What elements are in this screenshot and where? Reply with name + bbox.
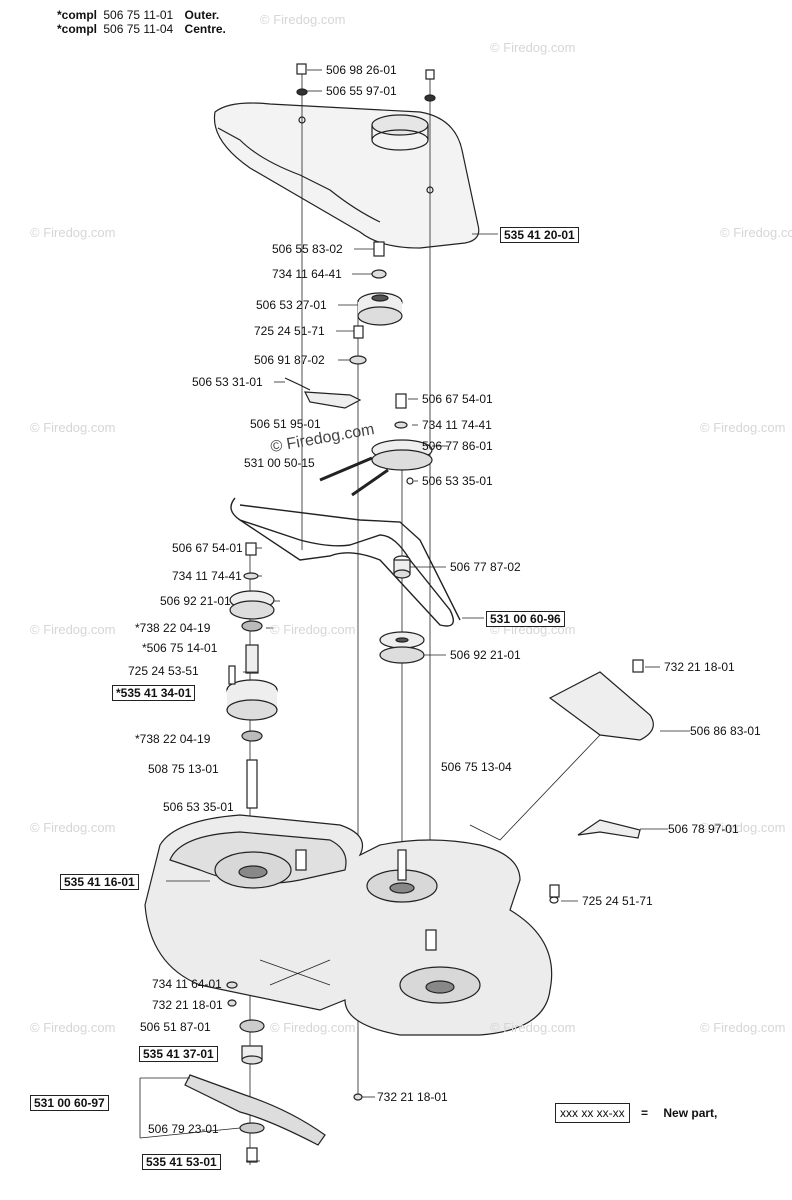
side-bolt <box>549 884 560 904</box>
part-label-new: 535 41 53-01 <box>142 1154 221 1170</box>
part-label: 506 67 54-01 <box>172 541 243 555</box>
part-label: 506 53 35-01 <box>163 800 234 814</box>
watermark: © Firedog.com <box>700 420 786 435</box>
part-label: 725 24 51-71 <box>254 324 325 338</box>
watermark: © Firedog.com <box>720 225 792 240</box>
part-label: 734 11 64-01 <box>152 977 222 991</box>
legend-equals: = <box>641 1106 649 1120</box>
watermark: © Firedog.com <box>270 1020 356 1035</box>
part-label: 506 77 86-01 <box>422 439 493 453</box>
part-label: 506 75 13-04 <box>441 760 512 774</box>
header-description: Centre. <box>184 22 226 36</box>
part-label: 506 91 87-02 <box>254 353 325 367</box>
part-label: 506 92 21-01 <box>450 648 521 662</box>
part-label: 732 21 18-01 <box>152 998 223 1012</box>
header-part-number: 506 75 11-01 <box>103 8 174 22</box>
leader-lines <box>139 69 690 1162</box>
watermark: © Firedog.com <box>270 622 356 637</box>
part-label: 734 11 64-41 <box>272 267 342 281</box>
watermark: © Firedog.com <box>30 622 116 637</box>
part-label: 732 21 18-01 <box>377 1090 448 1104</box>
part-label: 531 00 50-15 <box>244 456 315 470</box>
part-label: 506 86 83-01 <box>690 724 761 738</box>
part-label: 506 51 87-01 <box>140 1020 211 1034</box>
left-spindle-stack <box>226 542 278 809</box>
part-label: 506 77 87-02 <box>450 560 521 574</box>
part-label-new: *535 41 34-01 <box>112 685 196 701</box>
part-label: 734 11 74-41 <box>172 569 242 583</box>
part-label-new: 531 00 60-97 <box>30 1095 109 1111</box>
part-label: 506 78 97-01 <box>668 822 739 836</box>
part-label: 506 51 95-01 <box>250 417 321 431</box>
part-label: 506 53 35-01 <box>422 474 493 488</box>
part-label: 506 55 97-01 <box>326 84 397 98</box>
watermark: © Firedog.com <box>30 820 116 835</box>
top-bolts <box>296 63 436 102</box>
watermark: © Firedog.com <box>700 820 786 835</box>
mower-deck <box>144 814 553 1036</box>
header-prefix: *compl <box>57 22 98 36</box>
part-label: 732 21 18-01 <box>664 660 735 674</box>
part-label: *738 22 04-19 <box>135 621 211 635</box>
top-cover <box>213 102 480 249</box>
part-label: 725 24 53-51 <box>128 664 199 678</box>
idler-stack <box>284 241 403 409</box>
right-pulley <box>379 631 425 664</box>
part-label: 506 53 27-01 <box>256 298 327 312</box>
part-label: 506 55 83-02 <box>272 242 343 256</box>
legend-text: New part, <box>663 1106 718 1120</box>
header-line-2: *compl 506 75 11-04 Centre. <box>57 22 226 36</box>
legend-box: xxx xx xx-xx <box>555 1103 630 1123</box>
header-part-number: 506 75 11-04 <box>103 22 174 36</box>
centre-pulley <box>319 393 433 497</box>
part-label-new: 535 41 37-01 <box>139 1046 218 1062</box>
watermark: © Firedog.com <box>30 420 116 435</box>
part-label: 725 24 51-71 <box>582 894 653 908</box>
part-label-new: 535 41 20-01 <box>500 227 579 243</box>
part-label: 506 53 31-01 <box>192 375 263 389</box>
part-label: 508 75 13-01 <box>148 762 219 776</box>
part-label: 734 11 74-41 <box>422 418 492 432</box>
part-label: 506 79 23-01 <box>148 1122 219 1136</box>
spacer <box>393 555 411 579</box>
watermark: © Firedog.com <box>30 225 116 240</box>
part-label: 506 92 21-01 <box>160 594 231 608</box>
part-label: *506 75 14-01 <box>142 641 218 655</box>
part-label-new: 531 00 60-96 <box>486 611 565 627</box>
small-belt-part <box>577 819 641 839</box>
watermark: © Firedog.com <box>700 1020 786 1035</box>
part-label-new: 535 41 16-01 <box>60 874 139 890</box>
watermark: © Firedog.com <box>30 1020 116 1035</box>
watermark: © Firedog.com <box>490 40 576 55</box>
header-prefix: *compl <box>57 8 98 22</box>
watermark: © Firedog.com <box>260 12 346 27</box>
header-line-1: *compl 506 75 11-01 Outer. <box>57 8 219 22</box>
part-label: *738 22 04-19 <box>135 732 211 746</box>
legend: xxx xx xx-xx = New part, <box>555 1103 718 1123</box>
part-label: 506 67 54-01 <box>422 392 493 406</box>
watermark: © Firedog.com <box>490 1020 576 1035</box>
bracket <box>469 659 654 841</box>
part-label: 506 98 26-01 <box>326 63 397 77</box>
header-description: Outer. <box>184 8 220 22</box>
